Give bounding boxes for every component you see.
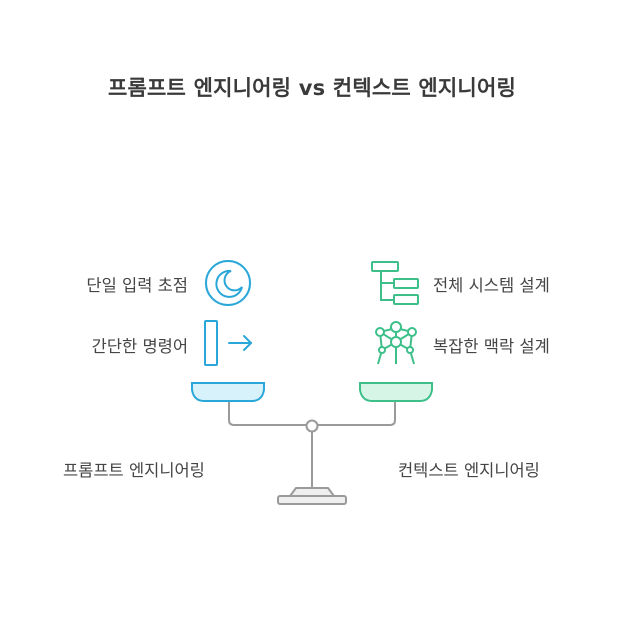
right-item-label-2: 복잡한 맥락 설계	[433, 337, 550, 356]
left-item-label-1: 단일 입력 초점	[86, 276, 188, 295]
crescent-moon-circle-icon	[205, 260, 251, 306]
left-pan	[191, 382, 265, 402]
right-item-label-1: 전체 시스템 설계	[433, 276, 550, 295]
bar-arrow-icon	[204, 320, 252, 366]
hierarchy-tree-icon	[371, 261, 419, 305]
right-pan	[359, 382, 433, 402]
left-item-label-2: 간단한 명령어	[91, 337, 188, 356]
right-pan-label: 컨텍스트 엔지니어링	[398, 461, 540, 480]
molecule-network-icon	[375, 321, 417, 365]
page-title: 프롬프트 엔지니어링 vs 컨텍스트 엔지니어링	[108, 76, 516, 100]
left-pan-label: 프롬프트 엔지니어링	[63, 461, 205, 480]
scale-stand	[277, 419, 347, 505]
